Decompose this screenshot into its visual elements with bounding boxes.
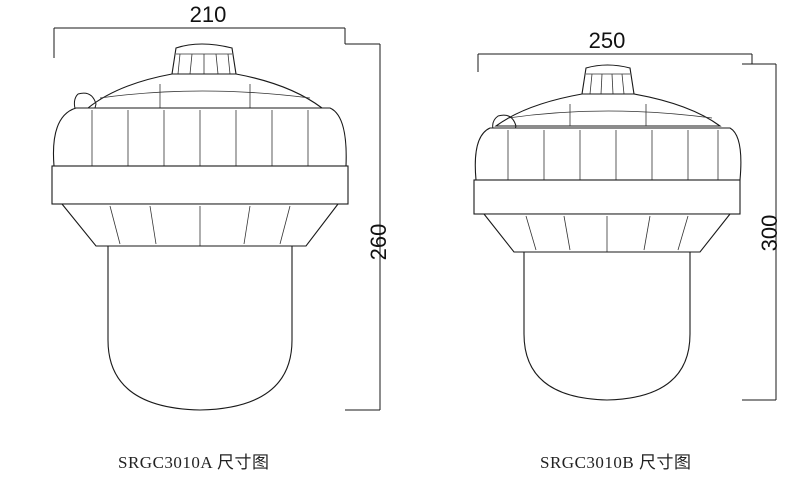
lamp-b-height-label: 300: [757, 215, 782, 252]
lamp-a-fin-body: [52, 107, 347, 167]
lamp-b-caption: SRGC3010B 尺寸图: [540, 453, 692, 472]
lamp-a-caption: SRGC3010A 尺寸图: [118, 453, 270, 472]
lamp-b-height-dimension: 300: [742, 63, 782, 401]
lamp-b-glass-globe: [523, 251, 691, 401]
lamp-a-drawing: 210 260: [51, 2, 391, 411]
lamp-a-height-label: 260: [366, 224, 391, 261]
lamp-b-fin-body: [474, 127, 742, 181]
lamp-b-width-dimension: 250: [477, 28, 753, 72]
lamp-b-top-cap: [581, 64, 635, 95]
lamp-b-dome: [494, 93, 722, 127]
lamp-a-band: [51, 165, 349, 205]
lamp-b-band: [473, 179, 741, 215]
lamp-a-glass-globe: [107, 245, 293, 411]
lamp-b-width-label: 250: [589, 28, 626, 53]
lamp-a-height-dimension: 260: [345, 43, 391, 411]
lamp-a-dome: [86, 73, 324, 109]
lamp-a-lower-fins: [60, 203, 340, 247]
lamp-a-width-label: 210: [190, 2, 227, 27]
lamp-a-top-cap: [171, 43, 237, 75]
lamp-a-width-dimension: 210: [53, 2, 346, 58]
lamp-b-drawing: 250 300: [473, 28, 782, 401]
lamp-b-lower-fins: [482, 213, 732, 253]
